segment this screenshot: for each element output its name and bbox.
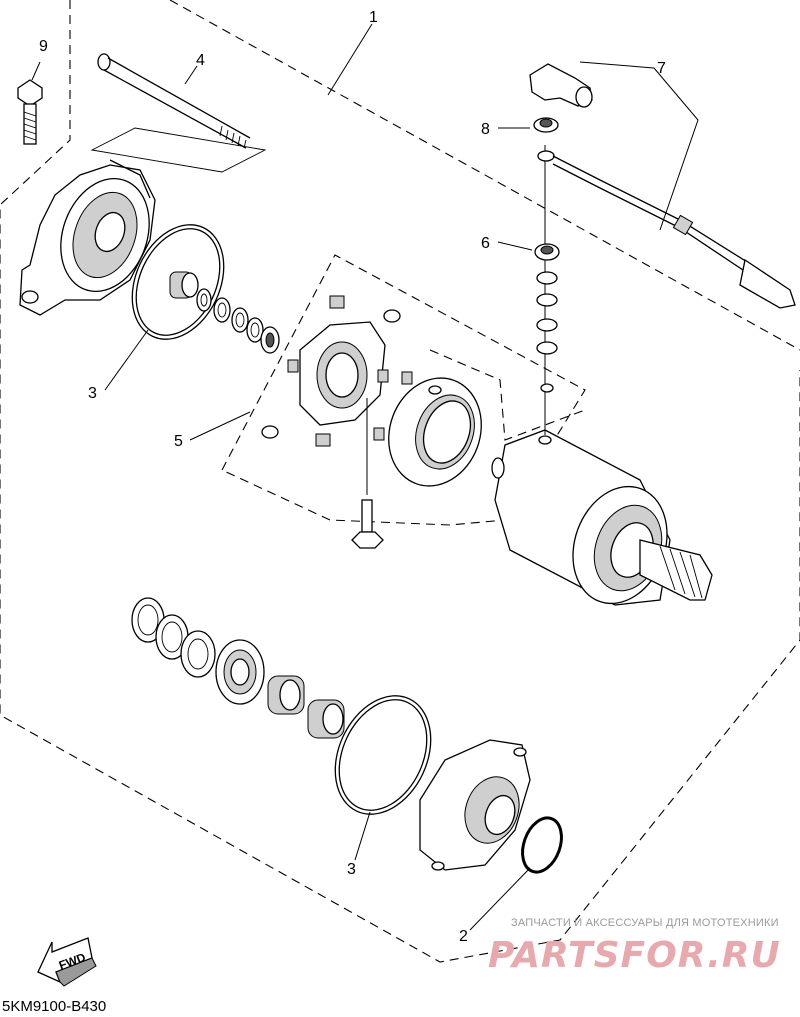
callout-5: 5 (174, 433, 183, 450)
lead-wire-part-7 (529, 63, 796, 309)
fwd-arrow-icon: FWD (37, 937, 97, 987)
terminal-stack (533, 117, 560, 435)
callout-2: 2 (459, 928, 468, 945)
front-cover (419, 739, 531, 871)
through-bolt-part-4 (97, 53, 251, 149)
callout-4: 4 (196, 52, 205, 69)
callout-9: 9 (39, 38, 48, 55)
motor-body (491, 429, 713, 606)
callout-3-lower: 3 (347, 861, 356, 878)
callout-8: 8 (481, 121, 490, 138)
watermark-logo: PARTSFOR.RU (488, 935, 781, 976)
assembly-boundary-top (169, 0, 800, 351)
callout-1: 1 (369, 9, 378, 26)
brush-screw (351, 398, 384, 549)
leader-lines (31, 23, 699, 931)
bolt-part-9 (17, 79, 43, 145)
yoke-ring (388, 377, 482, 487)
assembly-boundary (0, 0, 800, 963)
o-ring-lower (334, 695, 432, 815)
drawing-code: 5KM9100-B430 (2, 998, 107, 1015)
bolt-4-guide (90, 127, 267, 173)
lower-washers (131, 597, 345, 739)
upper-washers (169, 271, 280, 354)
callout-6: 6 (481, 235, 490, 252)
watermark-subtitle: ЗАПЧАСТИ И АКСЕССУАРЫ ДЛЯ МОТОТЕХНИКИ (511, 917, 779, 929)
callout-7: 7 (657, 60, 666, 77)
rear-cover (19, 159, 156, 316)
callout-3-upper: 3 (88, 385, 97, 402)
brush-holder-plate (261, 295, 413, 447)
brush-assembly-inner (429, 349, 586, 441)
o-ring-part-2 (521, 816, 563, 874)
